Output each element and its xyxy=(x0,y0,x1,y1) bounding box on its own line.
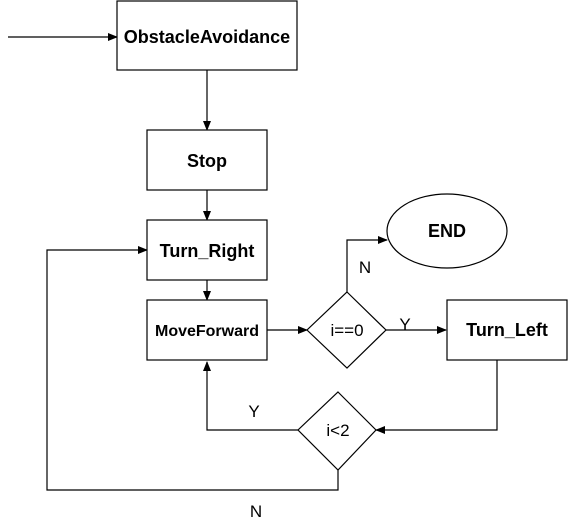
node-turn-right-label: Turn_Right xyxy=(160,241,255,261)
node-end-label: END xyxy=(428,221,466,241)
node-obstacle-avoidance: ObstacleAvoidance xyxy=(116,0,298,71)
edge-label-i-eq-0-no: N xyxy=(359,258,371,277)
node-decision-i-lt-2: i<2 xyxy=(297,391,377,471)
node-decision-i-lt-2-label: i<2 xyxy=(326,421,349,440)
edge-label-i-eq-0-yes: Y xyxy=(399,315,410,334)
node-turn-left-label: Turn_Left xyxy=(466,320,548,340)
node-stop: Stop xyxy=(146,129,268,191)
node-decision-i-eq-0-label: i==0 xyxy=(330,321,363,340)
node-turn-left: Turn_Left xyxy=(446,299,568,361)
edge-label-i-lt-2-no: N xyxy=(250,502,262,521)
node-end: END xyxy=(386,193,508,269)
node-move-forward-label: MoveForward xyxy=(155,323,259,340)
node-obstacle-avoidance-label: ObstacleAvoidance xyxy=(124,27,290,47)
node-move-forward: MoveForward xyxy=(146,299,268,361)
edge-i-lt-2-to-turn-right xyxy=(46,246,339,491)
node-turn-right: Turn_Right xyxy=(146,219,268,281)
edge-i-eq-0-to-end xyxy=(346,236,388,292)
node-decision-i-eq-0: i==0 xyxy=(306,291,387,369)
edge-turn-left-to-i-lt-2 xyxy=(375,360,498,434)
edge-label-i-lt-2-yes: Y xyxy=(248,402,259,421)
node-stop-label: Stop xyxy=(187,151,227,171)
edge-i-lt-2-to-move-forward xyxy=(203,361,298,431)
